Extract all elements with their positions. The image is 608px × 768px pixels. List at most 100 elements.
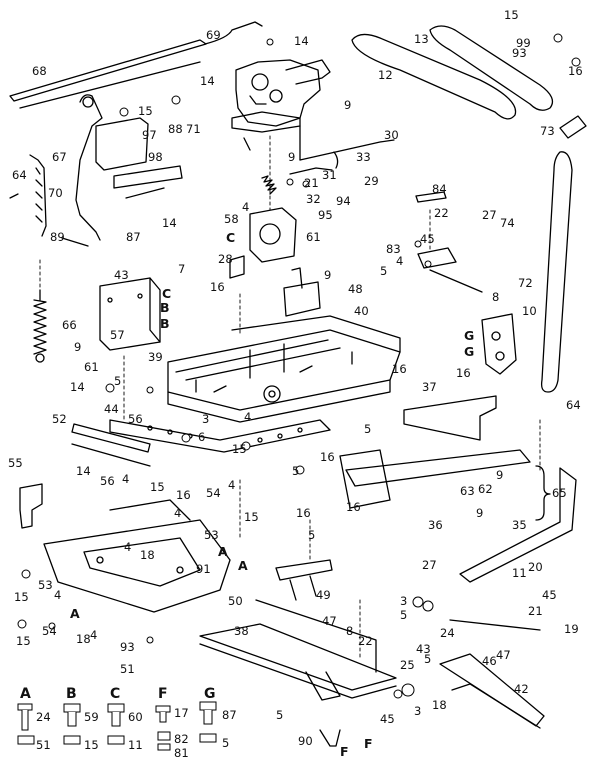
callout-label: 5 [308, 528, 316, 542]
bracket-84-83 [415, 191, 483, 293]
callout-label: 5 [114, 374, 122, 388]
control-rod-69 [204, 21, 263, 45]
callout-label: 18 [76, 632, 91, 646]
callout-label: 43 [416, 642, 431, 656]
callout-label: 4 [396, 254, 404, 268]
callout-label: 32 [306, 192, 321, 206]
callout-label: 4 [228, 478, 236, 492]
callout-label: F [364, 736, 373, 751]
callout-label: F [340, 744, 349, 759]
callout-label: 68 [32, 64, 47, 78]
callout-label: 7 [178, 262, 186, 276]
main-frame [109, 315, 401, 453]
callout-label: 57 [110, 328, 125, 342]
callout-label: 3 [414, 704, 422, 718]
callout-label: 4 [242, 200, 250, 214]
drive-belts [351, 25, 554, 120]
callout-label: 14 [200, 74, 215, 88]
callout-label: 30 [384, 128, 399, 142]
legend-nut-part: 51 [36, 738, 51, 752]
legend-bolt-part: 17 [174, 706, 189, 720]
callout-label: 54 [42, 624, 57, 638]
bracket-49 [275, 559, 333, 601]
callout-label: 46 [482, 654, 497, 668]
rod-19 [449, 619, 541, 631]
callout-label: 9 [496, 468, 504, 482]
callout-label: 25 [400, 658, 415, 672]
legend-bolt-part: 60 [128, 710, 143, 724]
legend-letter: B [66, 686, 77, 702]
callout-label: 52 [52, 412, 67, 426]
legend-bolt-part: 59 [84, 710, 99, 724]
callout-label: 22 [358, 634, 373, 648]
callout-label: 84 [432, 182, 447, 196]
callout-label: 45 [420, 232, 435, 246]
callout-label: 49 [316, 588, 331, 602]
callout-label: 93 [512, 46, 527, 60]
arm-42 [439, 653, 545, 729]
lower-frame-38 [199, 599, 397, 747]
bracket-marks [333, 151, 551, 521]
callout-label: 87 [126, 230, 141, 244]
callout-label: 5 [380, 264, 388, 278]
callout-label: 61 [84, 360, 99, 374]
callout-label: 56 [128, 412, 143, 426]
callout-label: 47 [322, 614, 337, 628]
callout-label: 65 [552, 486, 567, 500]
transmission-unit [231, 59, 331, 161]
legend-letter: G [204, 686, 216, 702]
callout-label: 6 [198, 430, 206, 444]
legend-icon-C [107, 703, 125, 745]
callout-label: 18 [140, 548, 155, 562]
callout-label: 12 [378, 68, 393, 82]
callout-label: 20 [528, 560, 543, 574]
callout-label: 18 [432, 698, 447, 712]
bracket-57 [99, 277, 161, 351]
callout-label: B [160, 316, 170, 331]
callout-label: 16 [176, 488, 191, 502]
callout-label: 50 [228, 594, 243, 608]
callout-label: 4 [90, 628, 98, 642]
legend-item-F: F 17 82 81 [150, 686, 190, 760]
callout-label: 14 [162, 216, 177, 230]
legend-nut-part: 11 [128, 738, 143, 752]
callout-label: 15 [16, 634, 31, 648]
callout-label: 54 [206, 486, 221, 500]
callout-label: 45 [542, 588, 557, 602]
callout-label: 27 [482, 208, 497, 222]
callout-label: 43 [114, 268, 129, 282]
legend-item-A: A 24 51 [12, 686, 52, 752]
callout-label: 15 [244, 510, 259, 524]
callout-label: 61 [306, 230, 321, 244]
callout-label: 37 [422, 380, 437, 394]
legend-icon-F [155, 705, 171, 751]
callout-label: 62 [478, 482, 493, 496]
callout-label: 4 [124, 540, 132, 554]
callout-label: A [238, 558, 248, 573]
callout-label: 42 [514, 682, 529, 696]
callout-label: 36 [428, 518, 443, 532]
callout-label: 56 [100, 474, 115, 488]
callout-label: 44 [104, 402, 119, 416]
callout-label: 73 [540, 124, 555, 138]
callout-label: 22 [434, 206, 449, 220]
callout-label: 31 [322, 168, 337, 182]
callout-label: 16 [456, 366, 471, 380]
spring-and-rod-29-30 [261, 139, 395, 195]
callout-label: 13 [414, 32, 429, 46]
callout-label: 16 [392, 362, 407, 376]
callout-label: 27 [422, 558, 437, 572]
callout-label: 38 [234, 624, 249, 638]
callout-label: B [160, 300, 170, 315]
legend-nut-part: 15 [84, 738, 99, 752]
callout-label: 48 [348, 282, 363, 296]
spring-66 [33, 289, 47, 363]
callout-label: 3 [400, 594, 408, 608]
callout-label: 4 [54, 588, 62, 602]
callout-label: 9 [344, 98, 352, 112]
callout-label: 16 [296, 506, 311, 520]
callout-label: 3 [202, 412, 210, 426]
callout-label: 33 [356, 150, 371, 164]
callout-label: 19 [564, 622, 579, 636]
